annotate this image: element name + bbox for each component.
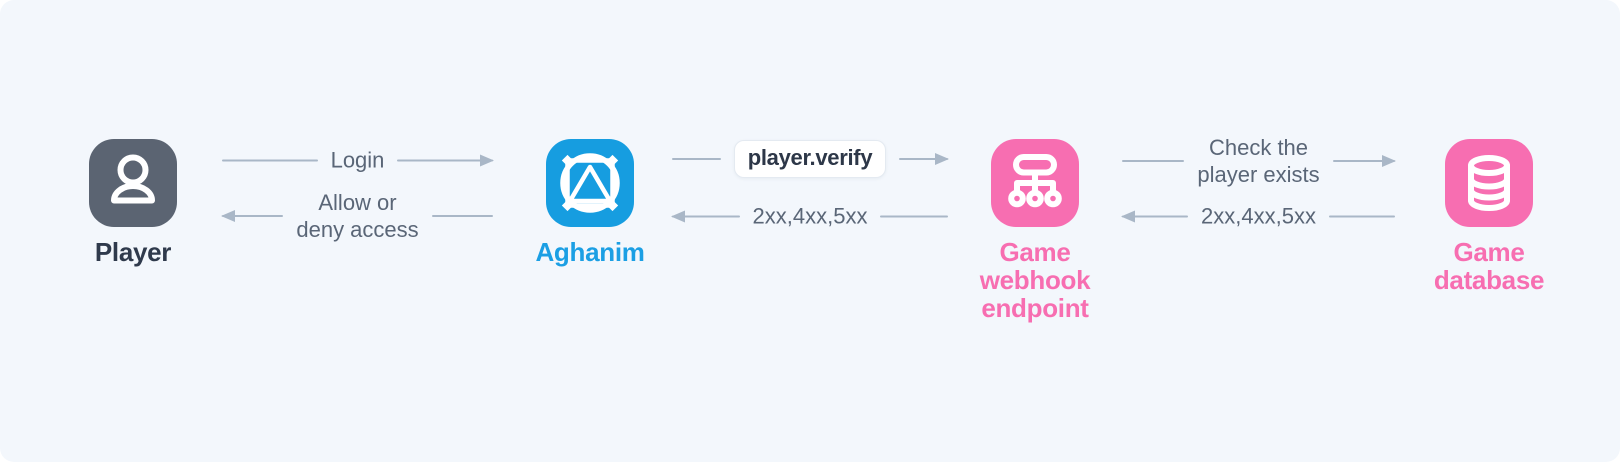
- arrow-line: [431, 215, 494, 217]
- database-icon-box: [1445, 139, 1533, 227]
- arrowhead-left-icon: [1121, 210, 1135, 222]
- arrowhead-right-icon: [480, 154, 494, 166]
- arrow-line: [672, 215, 740, 217]
- arrow-label-status-codes: 2xx,4xx,5xx: [1201, 203, 1316, 229]
- node-game-webhook-endpoint: Game webhook endpoint: [980, 139, 1091, 322]
- arrow-label-allow-or-deny-access: Allow or deny access: [296, 190, 419, 242]
- arrow-label-login: Login: [330, 147, 385, 173]
- database-icon: [1468, 155, 1510, 211]
- arrow-check-player-exists: Check the player exists: [1122, 134, 1396, 188]
- arrow-login: Login: [222, 147, 494, 174]
- arrowhead-left-icon: [221, 210, 235, 222]
- arrow-status-codes-database-to-webhook: 2xx,4xx,5xx: [1121, 203, 1395, 230]
- node-game-database: Game database: [1434, 139, 1544, 294]
- node-label-player: Player: [94, 237, 172, 267]
- user-icon: [111, 154, 155, 204]
- player-verify-badge: player.verify: [733, 140, 887, 178]
- arrowhead-right-icon: [935, 153, 949, 165]
- node-label-game-database: Game database: [1433, 237, 1545, 295]
- arrow-line: [1332, 160, 1395, 162]
- arrow-line: [899, 158, 948, 160]
- player-icon-box: [89, 139, 177, 227]
- arrow-line: [672, 158, 721, 160]
- node-player: Player: [89, 139, 177, 266]
- aghanim-logo-icon: [560, 153, 620, 213]
- arrow-line: [1122, 215, 1189, 217]
- arrow-allow-or-deny-access: Allow or deny access: [221, 189, 494, 243]
- arrowhead-left-icon: [671, 210, 685, 222]
- webhook-sitemap-icon: [1008, 154, 1062, 208]
- arrow-line: [222, 215, 284, 217]
- arrow-player-verify: player.verify: [672, 140, 949, 178]
- arrow-line: [1122, 160, 1185, 162]
- arrowhead-right-icon: [1382, 155, 1396, 167]
- arrow-line: [222, 159, 318, 161]
- arrow-label-status-codes: 2xx,4xx,5xx: [752, 203, 868, 229]
- aghanim-icon-box: [546, 139, 634, 227]
- arrow-line: [880, 215, 948, 217]
- arrow-line: [1328, 215, 1395, 217]
- webhook-icon-box: [991, 139, 1079, 227]
- arrow-line: [397, 159, 493, 161]
- arrow-status-codes-webhook-to-aghanim: 2xx,4xx,5xx: [671, 203, 948, 230]
- arrow-label-check-player-exists: Check the player exists: [1197, 135, 1320, 187]
- node-label-game-webhook-endpoint: Game webhook endpoint: [979, 237, 1091, 323]
- node-aghanim: Aghanim: [535, 139, 645, 266]
- node-label-aghanim: Aghanim: [535, 237, 645, 267]
